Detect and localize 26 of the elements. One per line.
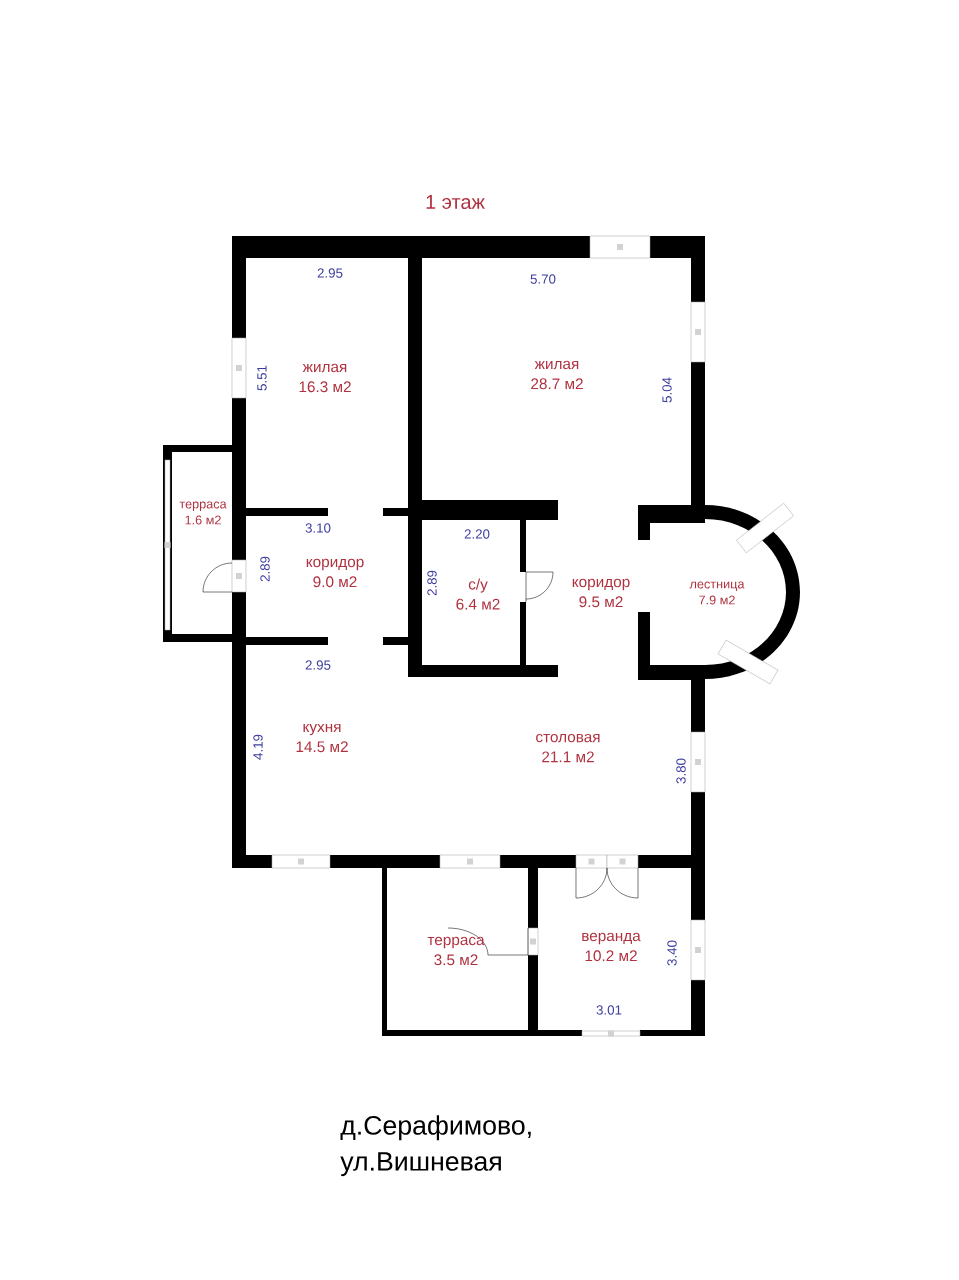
room-label: терраса 3.5 м2: [427, 936, 485, 966]
floor-title: 1 этаж: [426, 195, 485, 209]
room-label: с/у 6.4 м2: [456, 578, 500, 610]
room-label: коридор 9.0 м2: [306, 558, 364, 588]
room-label: веранда 10.2 м2: [582, 932, 641, 962]
dimension-label: 2.89: [427, 570, 437, 596]
room-label: жилая 16.3 м2: [299, 363, 351, 393]
dimension-label: 2.89: [260, 556, 270, 582]
room-label: коридор 9.5 м2: [572, 578, 630, 608]
room-label: столовая 21.1 м2: [536, 733, 600, 763]
room-label: лестница 7.9 м2: [689, 581, 745, 605]
dimension-label: 4.19: [253, 734, 263, 760]
dimension-label: 5.70: [530, 274, 556, 284]
dimension-label: 2.95: [317, 268, 343, 278]
room-label: кухня 14.5 м2: [296, 723, 348, 753]
dimension-label: 3.40: [667, 940, 677, 966]
dimension-label: 3.80: [676, 758, 686, 784]
dimension-label: 3.01: [596, 1005, 622, 1015]
dimension-label: 3.10: [305, 523, 331, 533]
dimension-label: 2.20: [464, 529, 490, 539]
dimension-label: 5.04: [662, 377, 672, 403]
address-caption: д.Серафимово, ул.Вишневая: [340, 1115, 531, 1177]
room-label: терраса 1.6 м2: [179, 501, 227, 525]
dimension-label: 2.95: [305, 660, 331, 670]
room-label: жилая 28.7 м2: [531, 360, 583, 390]
dimension-label: 5.51: [257, 365, 267, 391]
